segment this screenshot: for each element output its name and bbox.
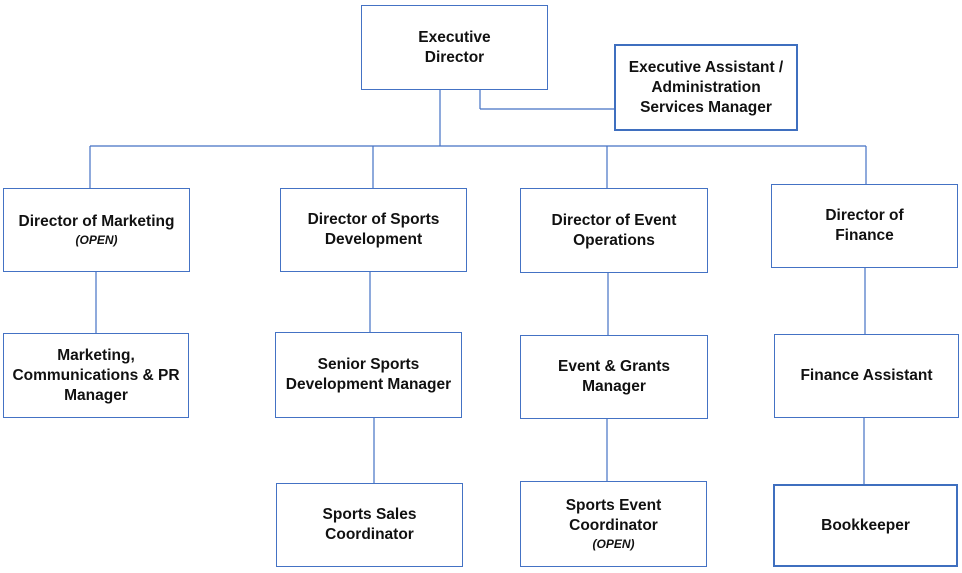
director-marketing-box: Director of Marketing (OPEN) xyxy=(3,188,190,272)
senior-sports-development-manager-box: Senior Sports Development Manager xyxy=(275,332,462,418)
bookkeeper-box: Bookkeeper xyxy=(773,484,958,567)
finance-assistant-title: Finance Assistant xyxy=(800,367,933,384)
marketing-manager-title: Marketing, Communications & PR Manager xyxy=(12,346,180,404)
director-sports-development-box: Director of Sports Development xyxy=(280,188,467,272)
executive-assistant-title: Executive Assistant / Administration Ser… xyxy=(628,58,784,116)
sports-event-coordinator-status: (OPEN) xyxy=(592,537,635,551)
director-finance-title: Director of Finance xyxy=(825,207,904,244)
sports-event-coordinator-title: Sports Event Coordinator xyxy=(565,497,662,534)
director-sports-development-title: Director of Sports Development xyxy=(307,211,440,248)
director-event-operations-title: Director of Event Operations xyxy=(551,211,677,249)
director-finance-box: Director of Finance xyxy=(771,184,958,268)
sports-sales-coordinator-title: Sports Sales Coordinator xyxy=(322,506,417,543)
director-marketing-title: Director of Marketing xyxy=(18,213,175,230)
executive-director-title: Executive Director xyxy=(418,28,491,66)
senior-sports-development-manager-title: Senior Sports Development Manager xyxy=(285,356,452,393)
director-event-operations-box: Director of Event Operations xyxy=(520,188,708,273)
event-grants-manager-box: Event & Grants Manager xyxy=(520,335,708,419)
bookkeeper-title: Bookkeeper xyxy=(821,516,910,534)
finance-assistant-box: Finance Assistant xyxy=(774,334,959,418)
event-grants-manager-title: Event & Grants Manager xyxy=(558,358,670,395)
executive-assistant-box: Executive Assistant / Administration Ser… xyxy=(614,44,798,131)
sports-event-coordinator-box: Sports Event Coordinator (OPEN) xyxy=(520,481,707,567)
sports-sales-coordinator-box: Sports Sales Coordinator xyxy=(276,483,463,567)
marketing-manager-box: Marketing, Communications & PR Manager xyxy=(3,333,189,418)
director-marketing-status: (OPEN) xyxy=(75,233,118,247)
executive-director-box: Executive Director xyxy=(361,5,548,90)
